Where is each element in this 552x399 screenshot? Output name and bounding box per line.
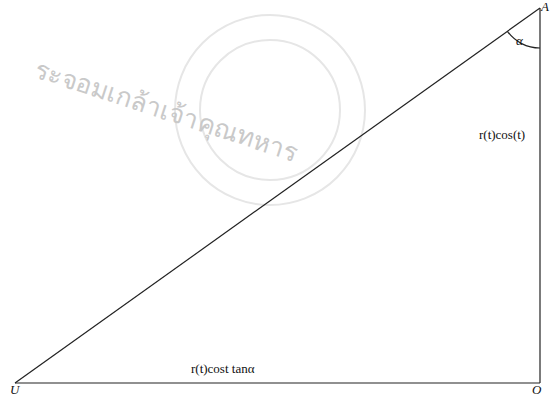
- angle-arc: [507, 31, 540, 48]
- side-length: r(t)cos(t): [478, 128, 526, 142]
- vertex-label: U: [10, 383, 19, 397]
- angle-label: α: [516, 34, 523, 48]
- vertex-label: A: [541, 0, 549, 14]
- watermark: ระจอมเกล้าเจ้าคุณทหาร: [31, 55, 301, 167]
- vertex-label: O: [532, 383, 541, 397]
- hypotenuse: [15, 8, 540, 383]
- base-side: [15, 382, 540, 383]
- side-length: r(t)cost tanα: [190, 362, 255, 376]
- vertical-side: [539, 8, 540, 383]
